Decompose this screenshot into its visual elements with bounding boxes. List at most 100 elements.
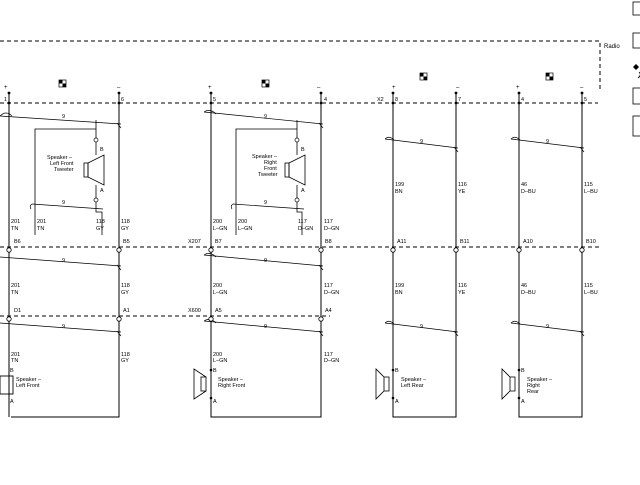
ground-reference-icon [261, 79, 270, 88]
ground-reference-icon [545, 72, 554, 81]
diagram-label: 46 [521, 283, 527, 289]
diagram-label: 7 [458, 97, 461, 103]
diagram-label: 200 [213, 283, 222, 289]
diagram-label: YE [458, 290, 466, 296]
connector-x2: X2 [377, 97, 384, 103]
diagram-label: Right [527, 383, 540, 389]
diagram-label: A11 [397, 239, 406, 245]
diagram-label: L–GN [213, 290, 227, 296]
diagram-label: GY [121, 290, 129, 296]
lf-tweeter-label-1: Speaker – [47, 155, 73, 161]
legend-box-3 [632, 87, 640, 105]
diagram-label: 115 [584, 283, 593, 289]
diagram-label: 201 [11, 283, 20, 289]
right-front-tweeter-speaker-icon [284, 137, 306, 203]
connector-x207: X207 [188, 239, 201, 245]
diagram-label: – [580, 85, 584, 91]
connector-x600-row [0, 315, 330, 322]
diagram-label: Speaker – [527, 377, 553, 383]
radio-component-outline: Radio [0, 40, 620, 104]
diagram-label: D1 [14, 308, 21, 314]
legend-box-2 [632, 32, 640, 49]
diagram-label: 118 [121, 219, 130, 225]
diagram-label: 200 [238, 219, 247, 225]
connector-x207-row [0, 246, 600, 253]
diagram-label: – [456, 85, 460, 91]
diagram-label: L–BU [584, 189, 598, 195]
diagram-label: D–GN [324, 226, 339, 232]
right-front-channel: 9 9 9 9 B A Speaker – Right Front Tweete… [188, 93, 339, 418]
diagram-label: B8 [325, 239, 332, 245]
diagram-label: 9 [62, 324, 65, 330]
diagram-label: L–GN [238, 226, 252, 232]
diagram-label: D–BU [521, 290, 536, 296]
diagram-label: 5 [584, 97, 587, 103]
diagram-label: B7 [215, 239, 222, 245]
diagram-label: BN [395, 290, 403, 296]
lf-tweeter-label-2: Left Front [50, 161, 74, 167]
diagram-label: TN [11, 358, 18, 364]
diagram-label: B [213, 368, 217, 374]
diagram-label: GY [96, 226, 104, 232]
diagram-label: 117 [298, 219, 307, 225]
legend-box-4 [632, 115, 640, 137]
diagram-label: Right [264, 160, 277, 166]
diagram-label: B [521, 368, 525, 374]
diagram-label: B6 [14, 239, 21, 245]
diagram-label: TN [37, 226, 44, 232]
radio-pin-numbers: 1 6 5 4 X2 8 7 4 5 [4, 97, 587, 103]
diagram-label: Tweeter [258, 172, 278, 178]
diagram-label: A [521, 399, 525, 405]
radio-pin-dots [7, 91, 584, 105]
diagram-label: 199 [395, 283, 404, 289]
diagram-label: YE [458, 189, 466, 195]
left-rear-speaker-icon [375, 368, 395, 400]
diagram-label: Speaker – [218, 377, 244, 383]
diagram-label: 115 [584, 182, 593, 188]
diagram-label: 201 [11, 352, 20, 358]
diagram-label: 4 [521, 97, 524, 103]
diagram-label: 9 [420, 324, 423, 330]
diagram-label: 9 [546, 139, 549, 145]
diagram-label: 4 [324, 97, 327, 103]
diagram-label: A [100, 188, 104, 194]
diagram-label: A [301, 188, 305, 194]
diagram-label: – [317, 85, 321, 91]
diagram-label: 8 [395, 97, 398, 103]
diagram-label: GY [121, 226, 129, 232]
diagram-label: A4 [325, 308, 332, 314]
right-front-speaker-icon [193, 368, 213, 400]
diagram-label: Speaker – [252, 154, 278, 160]
diagram-label: B [301, 147, 305, 153]
diagram-label: 6 [121, 97, 124, 103]
diagram-label: A1 [123, 308, 130, 314]
diagram-label: B [100, 147, 104, 153]
polarity-marks: + – + – + – + – [4, 85, 584, 91]
diagram-label: + [392, 85, 396, 91]
diagram-label: D–GN [324, 358, 339, 364]
diagram-label: A10 [523, 239, 533, 245]
diagram-label: B [10, 368, 14, 374]
diagram-label: B5 [123, 239, 130, 245]
diagram-label: 199 [395, 182, 404, 188]
left-front-speaker-icon [0, 375, 14, 395]
left-front-channel: 9 9 9 9 B A Speaker – Left Front Tweeter… [0, 93, 130, 418]
diagram-label: D–GN [324, 290, 339, 296]
diagram-label: 201 [11, 219, 20, 225]
diagram-label: Left Rear [401, 383, 424, 389]
connector-x600: X600 [188, 308, 201, 314]
diagram-label: – [117, 85, 121, 91]
diagram-label: 46 [521, 182, 527, 188]
diagram-label: 118 [96, 219, 105, 225]
ground-reference-icon [58, 79, 67, 88]
diamond-arrow-icon [633, 64, 640, 79]
diagram-label: Right Front [218, 383, 246, 389]
diagram-label: 201 [37, 219, 46, 225]
diagram-label: L–GN [213, 226, 227, 232]
diagram-label: B11 [460, 239, 469, 245]
diagram-label: L–GN [213, 358, 227, 364]
diagram-label: Speaker – [401, 377, 427, 383]
